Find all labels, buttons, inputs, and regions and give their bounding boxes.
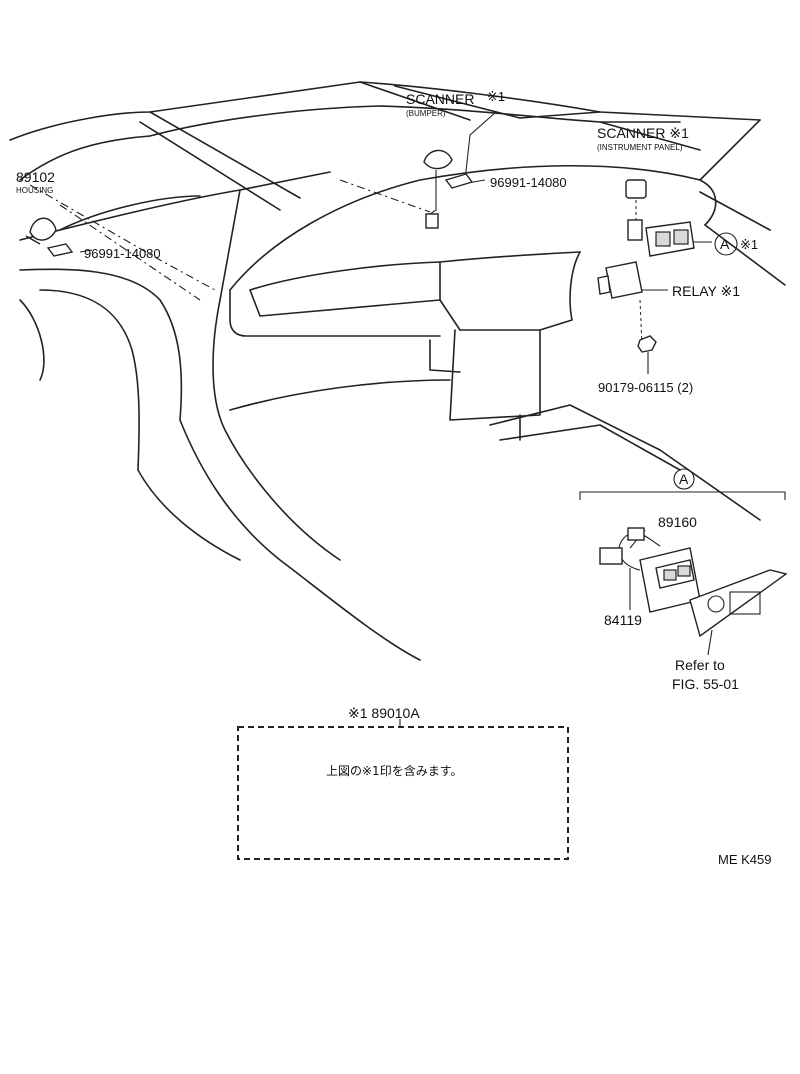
clip-right-number: 96991-14080	[490, 175, 567, 190]
housing-part	[25, 217, 57, 245]
refer-line-1: Refer to	[675, 657, 725, 673]
clip-left-number: 96991-14080	[84, 246, 161, 261]
scanner-panel-part	[625, 179, 647, 241]
scanner-bumper-label: SCANNER	[406, 91, 474, 107]
clip-left-part	[46, 243, 74, 257]
view-a-unit-part	[645, 221, 695, 257]
housing-name: HOUSING	[16, 186, 53, 195]
view-a-marker	[714, 232, 738, 256]
kit-box	[237, 719, 569, 860]
part-84119-label: 84119	[604, 612, 642, 628]
relay-label: RELAY ※1	[672, 283, 740, 299]
detail-title: A	[679, 471, 689, 487]
kit-note: 上図の※1印を含みます。	[326, 763, 463, 778]
detail-view-a	[579, 468, 788, 638]
nut-part	[637, 335, 657, 353]
housing-number: 89102	[16, 169, 55, 185]
refer-line-2: FIG. 55-01	[672, 676, 739, 692]
scanner-panel-sublabel: (INSTRUMENT PANEL)	[597, 143, 683, 152]
scanner-bumper-sublabel: (BUMPER)	[406, 109, 446, 118]
scanner-bumper-mark: ※1	[487, 89, 505, 104]
view-a-marker-letter: A	[720, 236, 730, 252]
relay-part	[597, 261, 643, 299]
view-a-marker-mark: ※1	[740, 237, 758, 252]
kit-title: ※1 89010A	[348, 705, 420, 721]
figure-code: ME K459	[718, 852, 771, 867]
car-body-outline	[9, 81, 786, 661]
nut-number: 90179-06115 (2)	[598, 380, 693, 395]
part-89160-label: 89160	[658, 514, 697, 530]
scanner-panel-label: SCANNER ※1	[597, 125, 689, 141]
scanner-bumper-part	[423, 149, 453, 229]
clip-right-part	[444, 173, 474, 189]
